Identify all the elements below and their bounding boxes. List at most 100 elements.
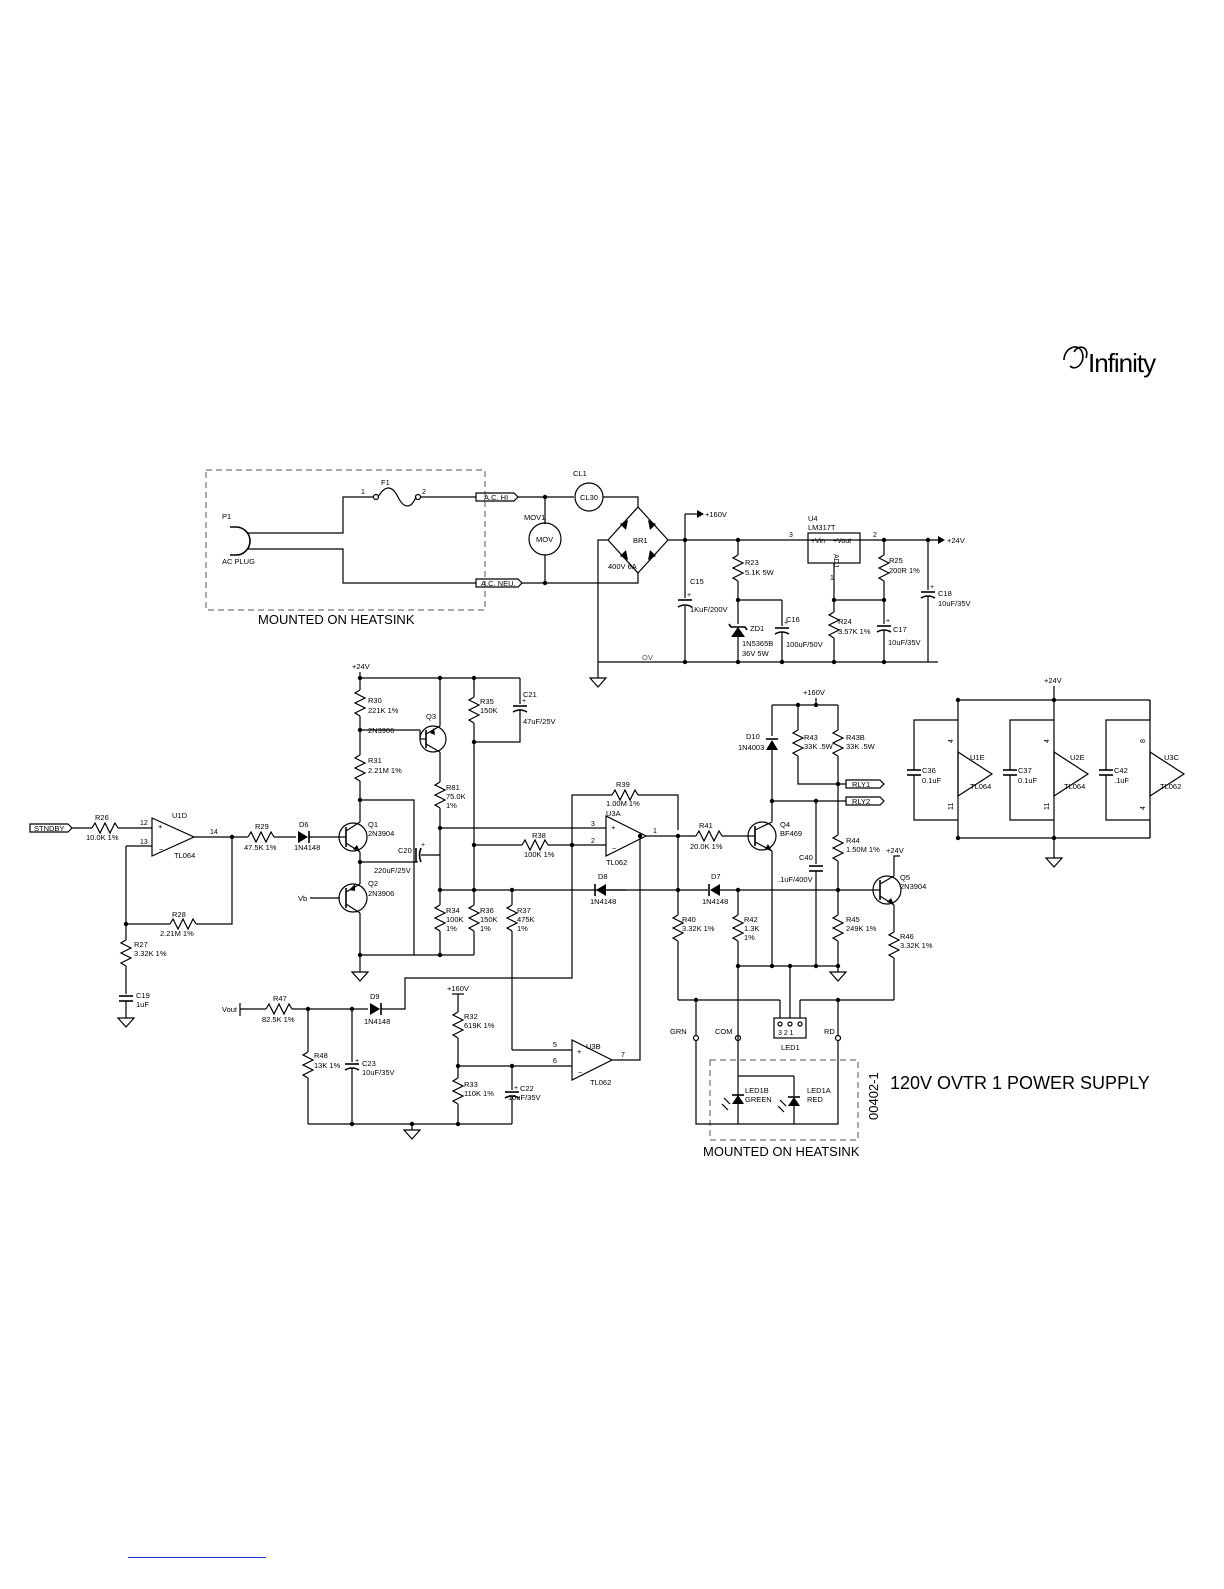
net-rly2: RLY2 [852,797,870,806]
mov1-ref: MOV1 [524,513,545,522]
svg-text:150K: 150K [480,915,498,924]
net-24v-left: +24V [352,662,370,671]
svg-text:220uF/25V: 220uF/25V [374,866,411,875]
svg-text:1N5365B: 1N5365B [742,639,773,648]
svg-text:12: 12 [140,820,148,827]
r33-resistor [451,1077,465,1105]
r32-resistor [451,1011,465,1039]
svg-text:+: + [158,822,163,831]
c37-ref: C37 [1018,766,1032,775]
svg-text:CL30: CL30 [580,493,598,502]
svg-text:7: 7 [621,1052,625,1059]
svg-text:1.3K: 1.3K [744,924,759,933]
r45-ref: R45 [846,915,860,924]
r28-ref: R28 [172,910,186,919]
r27-ref: R27 [134,940,148,949]
svg-text:14: 14 [210,829,218,836]
u1e-ref: U1E [970,753,985,762]
r43b-resistor [831,729,845,757]
svg-text:−: − [578,1068,583,1077]
r43b-ref: R43B [846,733,865,742]
net-ac-hi: A.C. HI [484,493,508,502]
svg-text:1uF: 1uF [136,1000,149,1009]
svg-text:3: 3 [789,532,793,539]
svg-text:1%: 1% [446,801,457,810]
svg-text:TL062: TL062 [590,1078,611,1087]
r81-ref: R81 [446,783,460,792]
svg-text:5.1K 5W: 5.1K 5W [745,568,775,577]
svg-text:1N4148: 1N4148 [702,897,728,906]
r30-ref: R30 [368,696,382,705]
ac-plug-symbol [230,526,251,556]
ground-symbol [588,677,608,688]
zd1-zener [731,627,745,637]
r40-resistor [671,914,685,942]
u1d-opamp [151,817,196,857]
svg-text:2N3906: 2N3906 [368,889,394,898]
p1-ref: P1 [222,512,231,521]
heatsink-note-top: MOUNTED ON HEATSINK [258,612,415,627]
led1-ref: LED1 [781,1043,800,1052]
f1-ref: F1 [381,478,390,487]
svg-text:4: 4 [948,739,955,743]
svg-text:400V 6A: 400V 6A [608,562,637,571]
r27-resistor [119,939,133,967]
net-24v-decoupling: +24V [1044,676,1062,685]
r34-resistor [433,904,447,932]
d6-ref: D6 [299,820,309,829]
d8-diode [596,884,606,896]
u3b-opamp [571,1039,614,1081]
led1b-led [732,1095,744,1104]
p1-value: AC PLUG [222,557,255,566]
r31-resistor [353,754,367,782]
r30-resistor [353,689,367,717]
svg-text:+: + [886,618,890,625]
r29-resistor [247,830,275,844]
d8-ref: D8 [598,872,608,881]
q2-transistor [338,883,368,913]
svg-text:+: + [687,592,691,599]
q1-ref: Q1 [368,820,378,829]
svg-text:RED: RED [807,1095,823,1104]
bottom-link-underline[interactable] [128,1557,266,1558]
svg-text:.1uF/400V: .1uF/400V [778,875,813,884]
svg-text:2N3904: 2N3904 [368,829,394,838]
r38-ref: R38 [532,831,546,840]
drawing-number: 00402-1 [866,1072,881,1120]
r32-ref: R32 [464,1012,478,1021]
svg-text:2: 2 [591,838,595,845]
svg-text:150K: 150K [480,706,498,715]
svg-text:+Vout: +Vout [833,538,851,545]
svg-text:TL064: TL064 [1064,782,1085,791]
net-ov: OV [642,653,653,662]
heatsink-boundary-bottom [709,1059,859,1141]
r35-ref: R35 [480,697,494,706]
svg-text:+: + [514,1085,518,1092]
ac-input-section: MOUNTED ON HEATSINK P1 AC PLUG F1 1 2 A.… [205,469,971,688]
d10-ref: D10 [746,732,760,741]
svg-text:+: + [784,620,788,627]
r42-resistor [731,914,745,942]
svg-text:2N3904: 2N3904 [900,882,926,891]
q1-transistor [338,822,368,852]
r47-ref: R47 [273,994,287,1003]
net-160v-divider: +160V [447,984,469,993]
svg-text:1%: 1% [480,924,491,933]
svg-text:110K 1%: 110K 1% [464,1089,494,1098]
comparator-section: R38 100K 1% R39 1.00M 1% + − U3A TL062 3… [471,780,872,1060]
svg-text:2.21M 1%: 2.21M 1% [368,766,402,775]
r23-resistor [731,554,745,582]
svg-text:−: − [159,845,164,854]
u3a-ref: U3A [606,809,621,818]
svg-text:3 2 1: 3 2 1 [778,1030,794,1037]
r48-ref: R48 [314,1051,328,1060]
svg-text:36V 5W: 36V 5W [742,649,770,658]
u1e-opamp [957,750,994,798]
r24-ref: R24 [838,617,852,626]
u3c-opamp [1149,750,1186,798]
svg-text:8: 8 [1140,739,1147,743]
r37-resistor [505,904,519,932]
svg-text:221K 1%: 221K 1% [368,706,399,715]
svg-text:+: + [930,584,934,591]
q5-ref: Q5 [900,873,910,882]
